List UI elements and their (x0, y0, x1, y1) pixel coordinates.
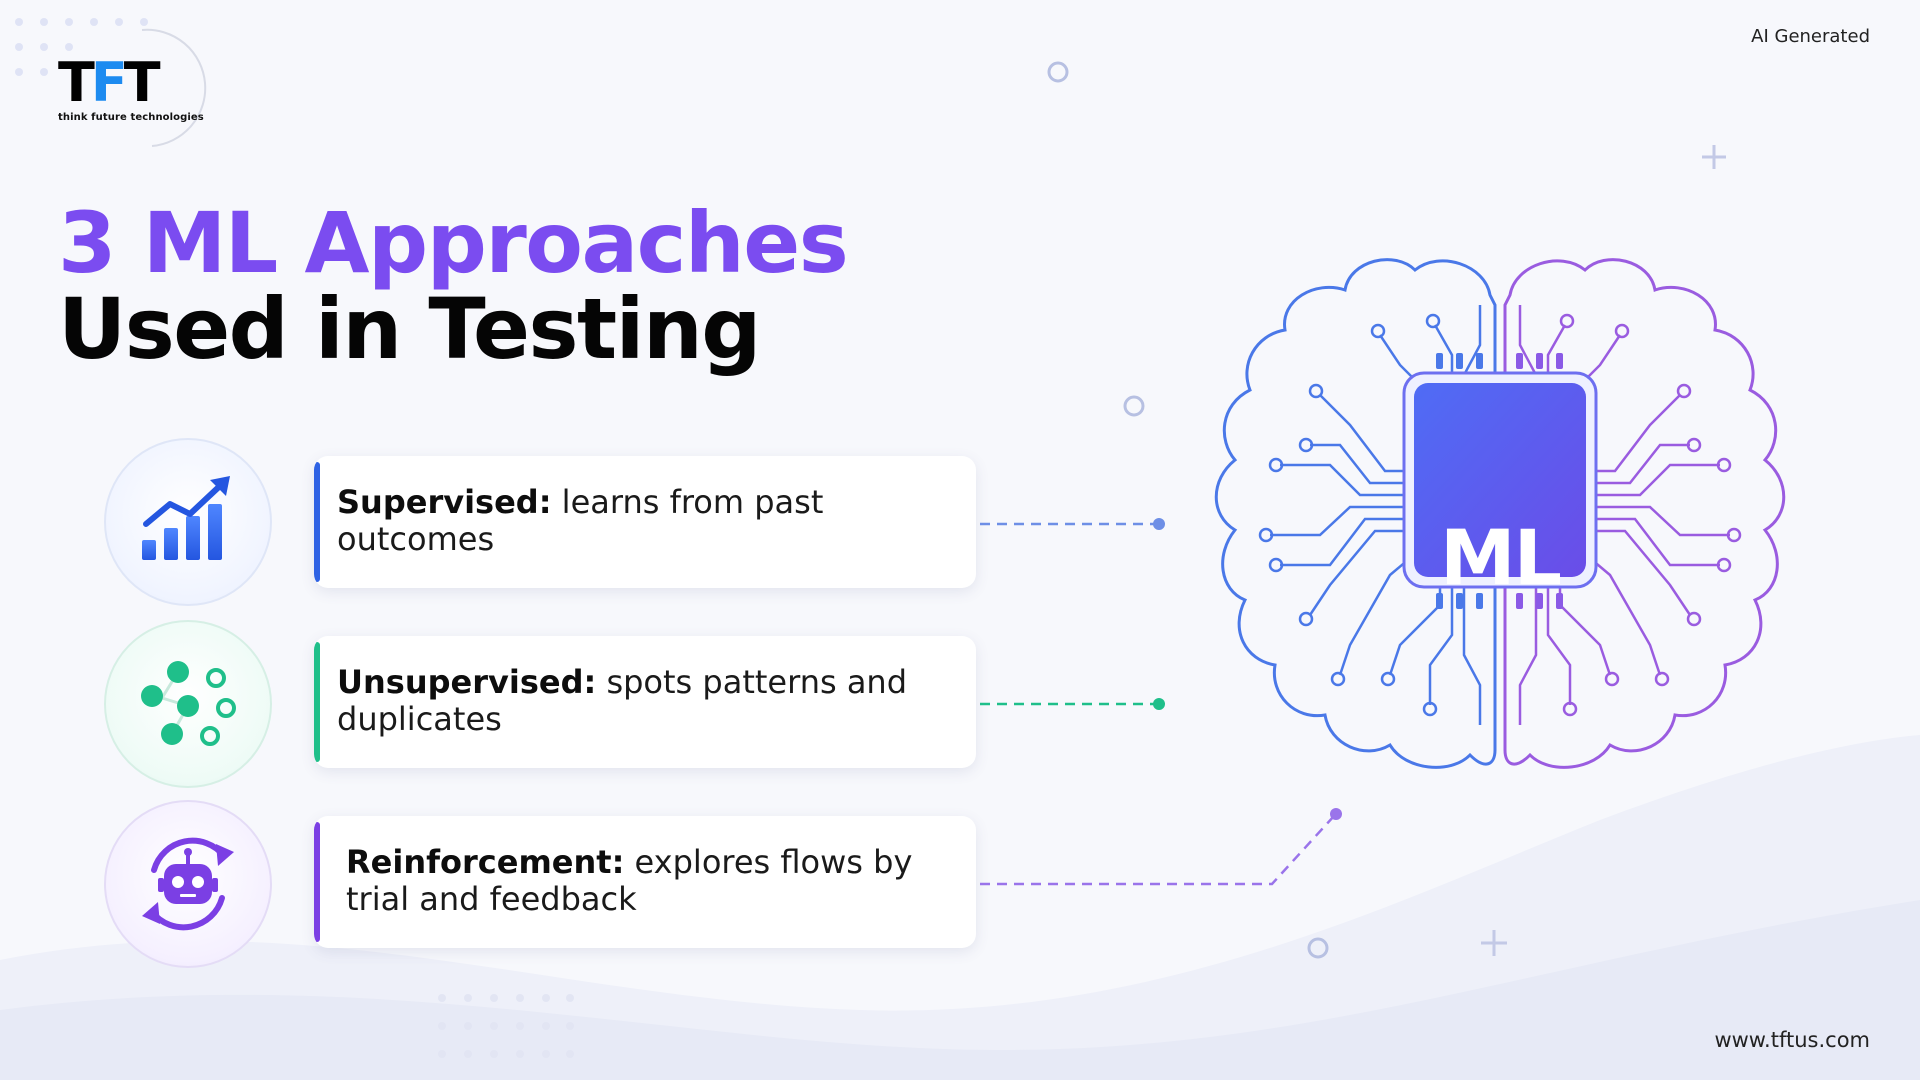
unsupervised-icon-badge (104, 620, 272, 788)
card-accent-bar (314, 822, 320, 942)
logo-letter: T (58, 51, 95, 114)
approach-description: spots patterns and duplicates (337, 663, 908, 738)
approach-card-unsupervised: Unsupervised: spots patterns and duplica… (314, 636, 976, 768)
decorative-dots-bottom (438, 994, 574, 1058)
title-line-2: Used in Testing (58, 280, 761, 378)
card-text: Unsupervised: spots patterns and duplica… (337, 664, 946, 738)
website-url: www.tftus.com (1714, 1028, 1870, 1052)
approach-label: Reinforcement: (346, 843, 625, 881)
supervised-icon-badge (104, 438, 272, 606)
company-logo: TFT think future technologies (58, 56, 208, 124)
logo-letter: T (123, 51, 161, 114)
approach-label: Unsupervised: (337, 663, 597, 701)
bar-chart-trend-icon (142, 476, 230, 560)
approach-label: Supervised: (337, 483, 552, 521)
card-accent-bar (314, 462, 320, 582)
title-line-1: 3 ML Approaches (58, 194, 849, 292)
approach-description: explores flows by trial and feedback (346, 843, 913, 918)
cluster-dots-icon (141, 661, 236, 746)
logo-tagline: think future technologies (58, 112, 204, 123)
card-accent-bar (314, 642, 320, 762)
logo-ring-decoration (141, 28, 207, 147)
ai-generated-badge: AI Generated (1751, 26, 1870, 47)
ml-chip-label: ML (1439, 513, 1562, 602)
page-title: 3 ML Approaches Used in Testing (58, 194, 849, 378)
circuit-brain-icon (1214, 258, 1786, 769)
card-text: Supervised: learns from past outcomes (337, 484, 946, 558)
card-text: Reinforcement: explores flows by trial a… (346, 844, 946, 918)
approach-card-reinforcement: Reinforcement: explores flows by trial a… (314, 816, 976, 948)
robot-cycle-icon (142, 837, 234, 931)
approach-description: learns from past outcomes (337, 483, 824, 558)
reinforcement-icon-badge (104, 800, 272, 968)
approach-card-supervised: Supervised: learns from past outcomes (314, 456, 976, 588)
decorative-dots (15, 18, 148, 76)
logo-mark: TFT (58, 56, 208, 110)
logo-letter-accent: F (90, 51, 128, 114)
